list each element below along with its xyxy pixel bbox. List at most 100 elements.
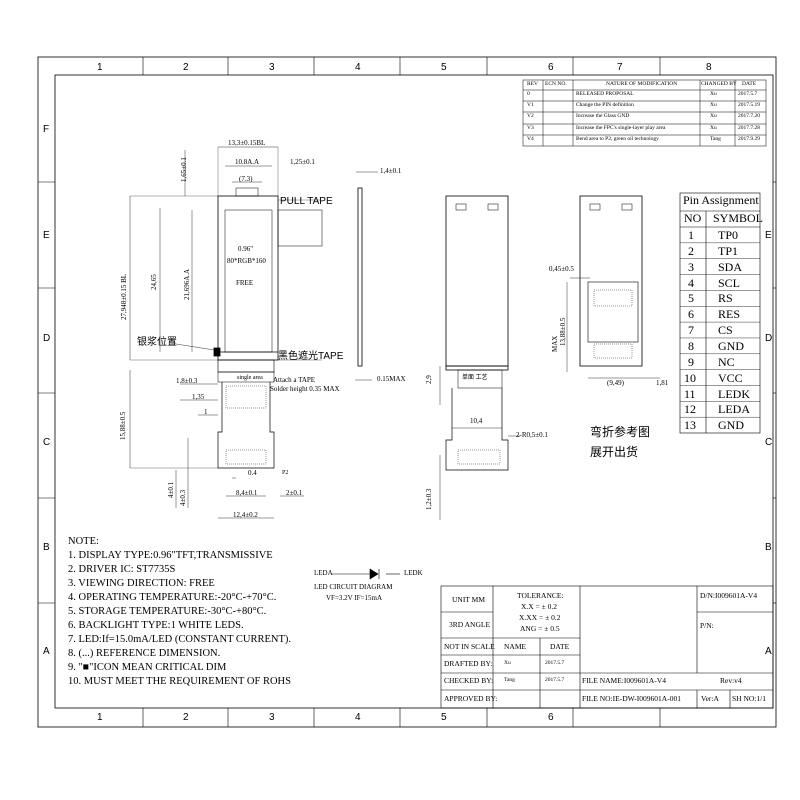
pin-no: 9 — [688, 354, 694, 369]
pin-symbol: VCC — [718, 370, 743, 385]
panel-free: FREE — [236, 279, 254, 287]
pin-col-no: NO — [684, 211, 702, 225]
pin-no: 2 — [688, 243, 694, 258]
pin-symbol: RES — [718, 307, 741, 322]
pin-no: 10 — [684, 370, 696, 385]
rev-header-changed-by: CHANGED BY — [701, 81, 737, 87]
rear-single-label: 单面 工艺 — [462, 375, 488, 381]
grid-col-8: 8 — [706, 62, 712, 73]
tb-tol-3: ANG = ± 0.5 — [520, 624, 560, 633]
tb-tolerance-title: TOLERANCE: — [517, 591, 564, 600]
tb-tol-1: X.X = ± 0.2 — [521, 602, 558, 611]
rev-cell-date: 2017.7.20 — [738, 113, 760, 119]
rear-dim-1-2: 1,2±0.3 — [425, 488, 433, 510]
pin-symbol: NC — [718, 354, 735, 369]
tb-checked-date: 2017.5.7 — [545, 677, 565, 683]
side-dim-thickness: 1,4±0.1 — [380, 167, 402, 175]
pin-symbol: TP1 — [718, 243, 739, 258]
pin-no: 5 — [688, 291, 694, 306]
grid-col-4: 4 — [355, 62, 361, 73]
grid-row-d-right: D — [765, 333, 773, 344]
pin-no: 12 — [684, 402, 696, 417]
notes-block: NOTE: 1. DISPLAY TYPE:0.96"TFT,TRANSMISS… — [68, 535, 291, 689]
grid-row-e: E — [43, 230, 50, 241]
pin-symbol: LEDA — [718, 402, 750, 417]
pin-no: 1 — [688, 228, 694, 242]
tb-rev: Rev:v4 — [720, 676, 742, 685]
note-item: 10. MUST MEET THE REQUIREMENT OF ROHS — [68, 676, 291, 687]
dim-total-height: 27,948±0.15 BL — [120, 273, 128, 320]
dim-height-aa: 21,696A.A — [183, 268, 191, 300]
led-leda: LEDA — [314, 569, 333, 577]
rev-cell-rev: 0 — [527, 91, 530, 97]
rev-cell-date: 2017.9.29 — [738, 136, 760, 142]
inner-frame — [54, 74, 774, 709]
grid-col-3: 3 — [269, 62, 275, 73]
dim-8-4: 8,4±0.1 — [236, 489, 258, 497]
rev-cell-date: 2017.5.7 — [738, 91, 758, 97]
pin-symbol: SDA — [718, 259, 743, 274]
note-item: 8. (...) REFERENCE DIMENSION. — [68, 648, 221, 659]
pin-no: 4 — [688, 275, 694, 290]
note-item: 5. STORAGE TEMPERATURE:-30°C-+80°C. — [68, 606, 267, 617]
rev-header-rev: REV — [527, 81, 538, 87]
panel-size: 0.96" — [238, 245, 254, 253]
pin-no: 13 — [684, 418, 696, 433]
rev-cell-rev: V1 — [527, 102, 534, 108]
attach-tape-label: Attach a TAPE — [273, 376, 316, 384]
grid-col-5-bottom: 5 — [441, 712, 447, 723]
pin-no: 8 — [688, 338, 694, 353]
note-item: 3. VIEWING DIRECTION: FREE — [68, 578, 215, 589]
dim-12-4: 12,4±0.2 — [233, 511, 258, 519]
grid-col-3-bottom: 3 — [269, 712, 275, 723]
rev-cell-rev: V4 — [527, 136, 534, 142]
grid-row-b: B — [43, 542, 50, 553]
led-circuit-spec: VF=3.2V IF=15mA — [326, 594, 382, 602]
dim-2: 2±0.1 — [286, 489, 303, 497]
note-item: 6. BACKLIGHT TYPE:1 WHITE LEDS. — [68, 620, 244, 631]
single-area-label: single area — [237, 375, 263, 381]
rev-cell-nature: Bend area to P2, green oil technology — [576, 136, 659, 142]
rev-cell-rev: V2 — [527, 113, 534, 119]
grid-col-2: 2 — [183, 62, 189, 73]
tb-unit: UNIT MM — [452, 595, 485, 604]
tb-drafted-name: Xu — [504, 660, 511, 666]
dim-4: 4±0.1 — [167, 481, 175, 498]
rear-dim-10-4: 10,4 — [470, 417, 483, 425]
pin-symbol: SCL — [718, 275, 741, 290]
rev-cell-nature: RELEASED PROPOSAL — [576, 91, 634, 97]
rear-view — [439, 195, 520, 520]
rev-header-nature: NATURE OF MODIFICATION — [606, 81, 678, 87]
tb-checked-by: CHECKED BY: — [444, 676, 494, 685]
note-item: 9. "■"ICON MEAN CRITICAL DIM — [68, 662, 227, 673]
pin-symbol: GND — [718, 418, 744, 433]
grid-col-4-bottom: 4 — [355, 712, 361, 723]
outer-frame — [37, 56, 777, 728]
tb-sh-no: SH NO:1/1 — [732, 694, 766, 703]
tb-file-no: FILE NO:IE-DW-I009601A-001 — [582, 694, 681, 703]
bent-dim-max: MAX — [551, 335, 559, 352]
dim-15-88: 15,88±0.5 — [119, 411, 127, 440]
bent-note-1: 弯折参考图 — [590, 425, 651, 439]
rev-cell-date: 2017.5.19 — [738, 102, 760, 108]
bent-dim-1-81: 1,81 — [656, 379, 669, 387]
pin-no: 7 — [688, 323, 694, 338]
solder-height-label: Solder height 0.35 MAX — [270, 385, 340, 393]
grid-row-b-right: B — [765, 542, 772, 553]
grid-row-c: C — [43, 437, 51, 448]
grid-row-c-right: C — [765, 437, 773, 448]
bent-view — [566, 195, 660, 379]
bent-dim-045: 0,45±0.5 — [549, 265, 574, 273]
grid-col-2-bottom: 2 — [183, 712, 189, 723]
revision-table-lines — [522, 79, 767, 147]
grid-col-5: 5 — [441, 62, 447, 73]
dim-p2: P2 — [282, 470, 289, 476]
grid-col-7: 7 — [617, 62, 623, 73]
tb-tol-2: X.XX = ± 0.2 — [519, 613, 561, 622]
pin-no: 3 — [688, 259, 694, 274]
pin-symbol: LEDK — [718, 386, 750, 401]
pin-symbol: TP0 — [718, 228, 739, 242]
rev-cell-by: Xu — [710, 113, 717, 119]
tb-name: NAME — [504, 642, 527, 651]
